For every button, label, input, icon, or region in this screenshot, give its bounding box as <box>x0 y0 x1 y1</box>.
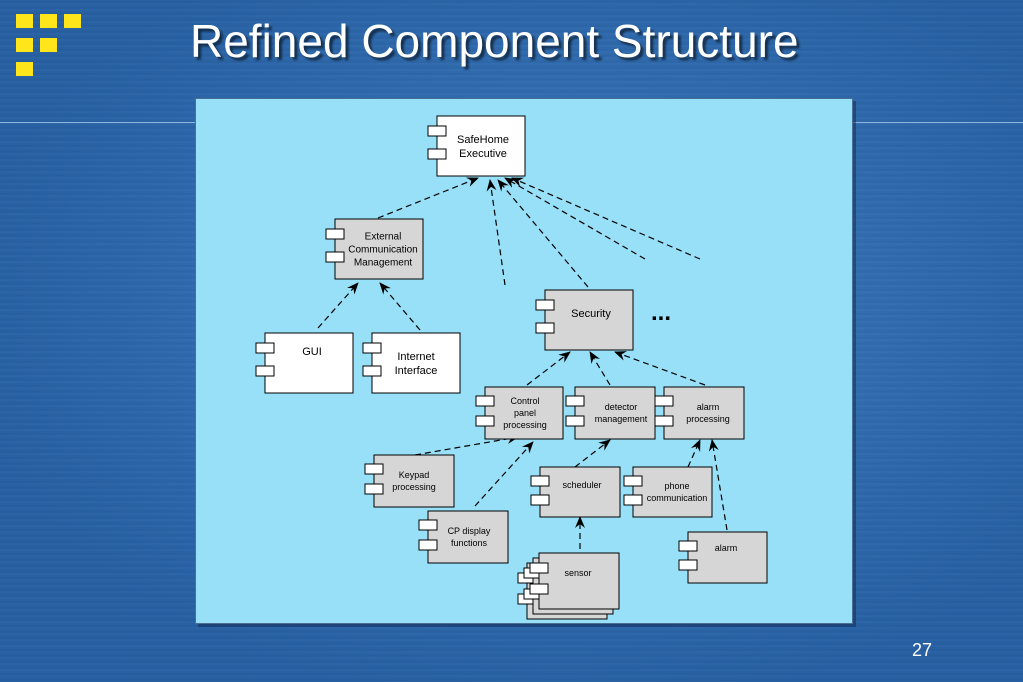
component-label: Communication <box>348 245 417 256</box>
component-label: Internet <box>397 351 434 363</box>
dependency-arrow <box>708 439 728 531</box>
page-number: 27 <box>912 640 933 660</box>
dependency-arrow <box>379 282 421 331</box>
component-label: alarm <box>697 402 720 412</box>
component-label: detector <box>605 402 638 412</box>
component-label: processing <box>686 414 730 424</box>
component-detector-management: detector management <box>565 386 656 440</box>
dependency-arrow <box>414 433 519 456</box>
component-label: phone <box>664 481 689 491</box>
component-label: management <box>595 414 648 424</box>
dependency-arrow <box>589 351 611 386</box>
dependency-arrow <box>526 351 571 386</box>
component-label: GUI <box>302 346 322 358</box>
component-label: Keypad <box>399 470 430 480</box>
dependency-arrow <box>614 351 706 386</box>
component-nodes: SafeHomeExecutiveExternalCommunicationMa… <box>255 115 768 620</box>
component-sensor: sensor <box>517 552 620 620</box>
component-keypad-processing: Keypad processing <box>364 454 455 508</box>
dependency-arrow <box>574 439 611 468</box>
dependency-edges <box>317 177 728 549</box>
component-label: scheduler <box>562 480 601 490</box>
component-label: Control <box>510 396 539 406</box>
dependency-arrow <box>486 179 506 286</box>
slide-title: Refined Component Structure <box>190 15 799 67</box>
component-label: processing <box>392 482 436 492</box>
component-label: functions <box>451 538 488 548</box>
component-gui: GUI <box>255 332 354 394</box>
component-label: SafeHome <box>457 134 509 146</box>
dependency-arrow <box>474 441 534 507</box>
component-label: alarm <box>715 543 738 553</box>
component-label: Executive <box>459 148 507 160</box>
dependency-arrow <box>497 179 589 288</box>
component-label: Management <box>354 258 413 269</box>
more-components-ellipsis: ... <box>651 299 671 326</box>
component-control-panel: Control panel processing <box>475 386 564 440</box>
component-label: CP display <box>448 526 491 536</box>
component-alarm-processing: alarm processing <box>654 386 745 440</box>
component-label: Interface <box>395 365 438 377</box>
dependency-arrow <box>504 177 646 260</box>
component-phone-communication: phone communication <box>623 466 713 518</box>
component-label: communication <box>647 493 708 503</box>
dependency-arrow <box>377 177 479 219</box>
component-alarm: alarm <box>678 531 768 584</box>
component-label: panel <box>514 408 536 418</box>
component-label: Security <box>571 308 611 320</box>
component-label: processing <box>503 420 547 430</box>
dependency-arrow <box>317 282 359 329</box>
dependency-arrow <box>511 177 701 260</box>
component-security: Security <box>535 289 634 351</box>
component-label: sensor <box>564 568 591 578</box>
dependency-arrow <box>687 439 701 468</box>
logo-squares-icon <box>16 14 88 78</box>
component-label: External <box>365 232 402 243</box>
component-scheduler: scheduler <box>530 466 621 518</box>
component-cp-display: CP display functions <box>418 510 509 564</box>
